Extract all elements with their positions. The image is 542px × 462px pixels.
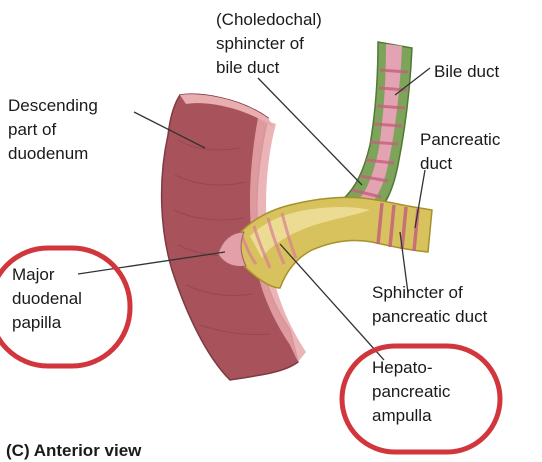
label-sphincter-pancreatic-duct: Sphincter of pancreatic duct: [372, 283, 488, 326]
label-bile-duct: Bile duct: [434, 62, 499, 81]
highlight-circle-papilla: [0, 245, 133, 369]
label-hepatopancreatic-ampulla: Hepato- pancreatic ampulla: [372, 358, 455, 425]
leader-lines: [77, 67, 431, 361]
figure-caption: (C) Anterior view: [6, 441, 142, 460]
bile-duct-tube: [340, 41, 413, 216]
label-major-duodenal-papilla: Major duodenal papilla: [12, 265, 87, 332]
highlight-circle-ampulla: [339, 343, 503, 455]
label-pancreatic-duct: Pancreatic duct: [420, 130, 505, 173]
label-descending-duodenum: Descending part of duodenum: [8, 96, 103, 163]
label-sphincter-bile-duct: (Choledochal) sphincter of bile duct: [216, 10, 327, 77]
